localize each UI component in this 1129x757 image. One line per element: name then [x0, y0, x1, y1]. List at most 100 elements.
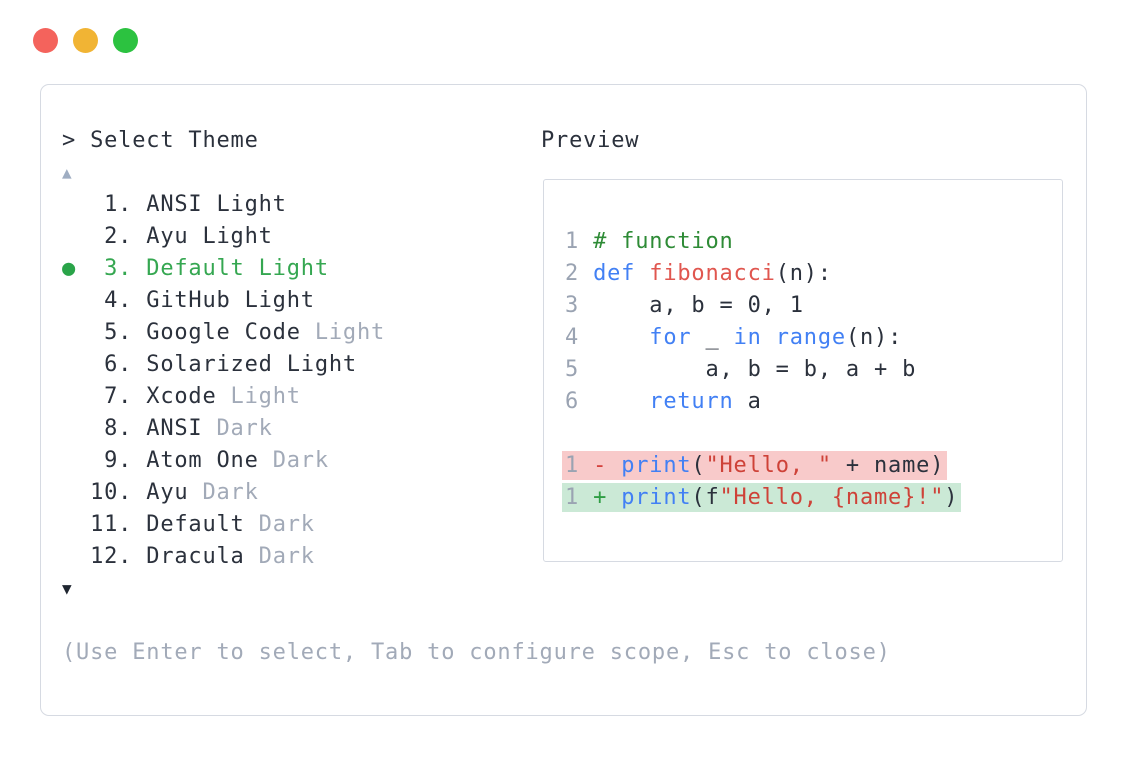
scroll-down-icon[interactable]: ▼: [62, 579, 73, 598]
spacer: [62, 605, 891, 637]
code-token-pl: [593, 389, 649, 414]
dot-placeholder: [62, 448, 90, 473]
theme-name: GitHub Light: [146, 288, 315, 313]
theme-list: > Select Theme ▲ 1. ANSI Light 2. Ayu Li…: [62, 125, 891, 669]
code-token-pl: a, b = 0, 1: [593, 293, 804, 318]
line-number: 1: [565, 229, 594, 254]
minimize-button[interactable]: [73, 28, 98, 53]
theme-number: 2.: [90, 224, 147, 249]
theme-list-item[interactable]: 12. Dracula Dark: [62, 541, 891, 573]
zoom-button[interactable]: [113, 28, 138, 53]
theme-number: 3.: [90, 256, 147, 281]
scroll-up-icon[interactable]: ▲: [62, 163, 73, 182]
code-token-add: +: [593, 485, 622, 510]
diff-added-line: 1 + print(f"Hello, {name}!"): [562, 483, 962, 512]
line-number: 1: [565, 453, 594, 478]
theme-name: Google Code: [146, 320, 301, 345]
theme-list-item[interactable]: 2. Ayu Light: [62, 221, 891, 253]
code-token-pl: [593, 325, 649, 350]
dot-placeholder: [62, 320, 90, 345]
code-token-kw: return: [649, 389, 734, 414]
dot-placeholder: [62, 544, 90, 569]
theme-name: Default: [146, 512, 245, 537]
code-token-kw: print: [621, 485, 692, 510]
theme-name: Default Light: [146, 256, 329, 281]
dot-placeholder: [62, 192, 90, 217]
code-token-pl: [762, 325, 776, 350]
theme-number: 10.: [90, 480, 147, 505]
theme-number: 12.: [90, 544, 147, 569]
theme-list-item[interactable]: ● 3. Default Light: [62, 253, 891, 285]
theme-number: 7.: [90, 384, 147, 409]
theme-variant: Dark: [258, 448, 329, 473]
code-token-kw: for: [649, 325, 692, 350]
theme-number: 9.: [90, 448, 147, 473]
theme-name: Ayu Light: [146, 224, 273, 249]
theme-name: Xcode: [146, 384, 217, 409]
line-number: 2: [565, 261, 594, 286]
theme-name: ANSI: [146, 416, 203, 441]
dot-placeholder: [62, 288, 90, 313]
code-line: 3 a, b = 0, 1: [565, 290, 961, 322]
code-line: 2 def fibonacci(n):: [565, 258, 961, 290]
diff-removed-line: 1 - print("Hello, " + name): [562, 451, 948, 480]
theme-list-item[interactable]: 4. GitHub Light: [62, 285, 891, 317]
theme-number: 6.: [90, 352, 147, 377]
theme-name: ANSI Light: [146, 192, 287, 217]
close-button[interactable]: [33, 28, 58, 53]
select-theme-prompt: > Select Theme: [62, 128, 259, 153]
code-token-pl: [635, 261, 649, 286]
theme-list-item[interactable]: 5. Google Code Light: [62, 317, 891, 349]
code-token-kw: range: [775, 325, 846, 350]
theme-list-item[interactable]: 9. Atom One Dark: [62, 445, 891, 477]
selected-dot-icon: ●: [62, 256, 91, 281]
theme-list-item[interactable]: 10. Ayu Dark: [62, 477, 891, 509]
code-token-pl: (f: [691, 485, 720, 510]
line-number: 3: [565, 293, 594, 318]
code-token-pl: (: [691, 453, 706, 478]
code-token-pl: _: [691, 325, 734, 350]
code-token-kw: in: [733, 325, 762, 350]
code-token-del: -: [593, 453, 622, 478]
line-number: 4: [565, 325, 594, 350]
theme-name: Atom One: [146, 448, 259, 473]
line-number: 5: [565, 357, 594, 382]
theme-list-item[interactable]: 11. Default Dark: [62, 509, 891, 541]
code-token-pl: a, b = b, a + b: [593, 357, 917, 382]
theme-list-item[interactable]: 8. ANSI Dark: [62, 413, 891, 445]
theme-number: 8.: [90, 416, 147, 441]
theme-number: 1.: [90, 192, 147, 217]
window-controls: [33, 28, 138, 53]
code-token-kw: def: [593, 261, 636, 286]
line-number: 1: [565, 485, 594, 510]
theme-list-item[interactable]: 6. Solarized Light: [62, 349, 891, 381]
theme-variant: Dark: [188, 480, 259, 505]
theme-variant: Dark: [202, 416, 273, 441]
code-line: 4 for _ in range(n):: [565, 322, 961, 354]
code-token-pl: + name): [831, 453, 945, 478]
dot-placeholder: [62, 512, 90, 537]
theme-name: Dracula: [146, 544, 245, 569]
code-token-fn: fibonacci: [649, 261, 776, 286]
dot-placeholder: [62, 352, 90, 377]
theme-variant: Dark: [244, 512, 315, 537]
theme-name: Solarized Light: [146, 352, 357, 377]
dot-placeholder: [62, 416, 90, 441]
code-token-pl: (n):: [775, 261, 832, 286]
preview-label: Preview: [541, 128, 640, 153]
code-token-kw: print: [621, 453, 692, 478]
code-line: 6 return a: [565, 386, 961, 418]
theme-variant: Dark: [244, 544, 315, 569]
dot-placeholder: [62, 224, 90, 249]
theme-number: 5.: [90, 320, 147, 345]
theme-list-item[interactable]: 1. ANSI Light: [62, 189, 891, 221]
dot-placeholder: [62, 480, 90, 505]
keyboard-hint: (Use Enter to select, Tab to configure s…: [62, 640, 891, 665]
theme-variant: Light: [216, 384, 301, 409]
code-line: 1 # function: [565, 226, 961, 258]
code-line: 1 + print(f"Hello, {name}!"): [562, 482, 962, 514]
theme-list-item[interactable]: 7. Xcode Light: [62, 381, 891, 413]
code-token-comment: # function: [593, 229, 734, 254]
